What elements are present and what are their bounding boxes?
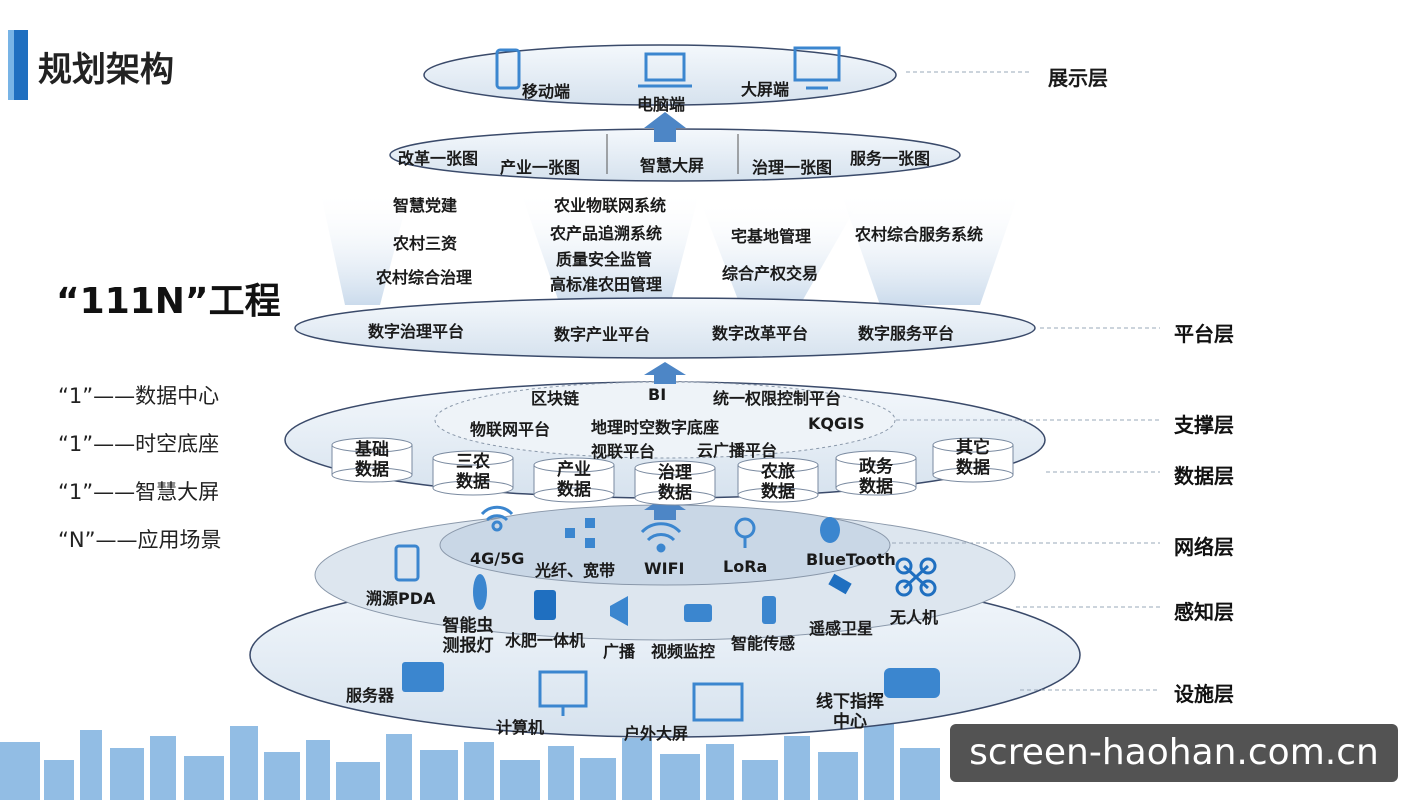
signal-icon [480,505,514,532]
sensing-label: 无人机 [890,608,939,627]
layer-display: 展示层 [1048,66,1108,90]
map-label: 产业一张图 [500,158,581,177]
layer-platform: 平台层 [1174,322,1234,346]
map-label: 改革一张图 [398,149,479,168]
app-label: 农业物联网系统 [554,196,667,215]
title-accent-bar [14,30,28,100]
legend-item: “N”——应用场景 [58,528,222,552]
support-label: 物联网平台 [470,420,551,439]
app-label: 农产品追溯系统 [550,224,663,243]
display-disc [423,44,897,106]
data-label: 政务数据 [859,457,893,497]
layer-facility: 设施层 [1174,682,1234,706]
data-label: 农旅数据 [761,462,795,502]
legend-item: “1”——智慧大屏 [58,480,220,504]
watermark: screen-haohan.com.cn [950,724,1398,782]
data-label: 产业数据 [557,460,591,500]
camera-icon [684,604,712,622]
layer-sensing: 感知层 [1174,600,1234,624]
title-accent-bar-light [8,30,14,100]
data-label: 基础数据 [355,440,389,480]
command-center-icon [884,668,940,698]
project-title: “111N”工程 [56,281,281,322]
map-label: 治理一张图 [752,158,833,177]
mobile-icon [495,48,521,90]
app-label: 农村三资 [393,234,458,253]
app-label: 质量安全监管 [556,250,653,269]
sensing-label: 水肥一体机 [505,631,586,650]
lora-icon [734,517,756,548]
sensing-label: 智能虫测报灯 [442,616,494,656]
support-label: 统一权限控制平台 [713,389,842,408]
display-pc: 电脑端 [637,95,686,114]
platform-label: 数字改革平台 [712,324,809,343]
legend-item: “1”——时空底座 [58,432,220,456]
server-icon [402,662,444,692]
broadcast-icon [610,596,628,626]
display-mobile: 移动端 [522,82,571,101]
up-arrow-icon [644,112,686,520]
bluetooth-icon [820,517,840,543]
page-title: 规划架构 [38,50,174,90]
app-label: 农村综合治理 [376,268,473,287]
sensing-label: 遥感卫星 [809,619,874,638]
fiber-icon [565,518,595,548]
support-label: BI [648,385,667,404]
sensing-label: 视频监控 [651,642,716,661]
app-label: 高标准农田管理 [550,275,663,294]
data-label: 三农数据 [456,452,490,492]
network-label: 光纤、宽带 [535,561,616,580]
laptop-icon [638,52,692,88]
drone-icon [895,557,937,597]
city-skyline [0,722,940,800]
wifi-icon [640,522,682,553]
satellite-icon [828,573,852,595]
platform-label: 数字服务平台 [858,324,955,343]
facility-label: 户外大屏 [624,724,689,743]
light-beams [320,190,1020,305]
data-cylinders [331,437,1014,506]
legend-item: “1”——数据中心 [58,384,220,408]
app-label: 宅基地管理 [731,227,812,246]
platform-disc [294,297,1036,359]
network-label: LoRa [723,557,768,576]
facility-label: 线下指挥中心 [816,692,884,732]
sensor-icon [762,596,776,624]
computer-icon [538,670,588,716]
data-label: 其它数据 [956,438,990,478]
layer-network: 网络层 [1174,535,1234,559]
layer-data: 数据层 [1174,464,1234,488]
sensing-label: 智能传感 [731,634,796,653]
app-label: 智慧党建 [393,196,458,215]
facility-label: 计算机 [496,718,545,737]
support-label: 区块链 [531,389,580,408]
sensing-label: 溯源PDA [366,589,436,608]
support-label: 视联平台 [591,442,656,461]
sensing-label: 广播 [603,642,636,661]
outdoor-screen-icon [692,682,744,722]
layer-support: 支撑层 [1174,413,1234,437]
network-label: 4G/5G [470,549,525,568]
display-bigscreen: 大屏端 [741,80,790,99]
support-label: KQGIS [808,414,865,433]
support-label: 地理时空数字底座 [591,418,720,437]
app-label: 综合产权交易 [722,264,819,283]
support-label: 云广播平台 [697,441,778,460]
platform-label: 数字治理平台 [368,322,465,341]
network-label: WIFI [644,559,685,578]
map-label: 智慧大屏 [640,156,705,175]
fertilizer-machine-icon [534,590,556,620]
app-label: 农村综合服务系统 [855,225,984,244]
network-label: BlueTooth [806,550,896,569]
map-label: 服务一张图 [850,149,931,168]
monitor-icon [793,46,841,90]
facility-label: 服务器 [346,686,395,705]
insect-lamp-icon [473,574,487,610]
pda-icon [394,544,420,582]
platform-label: 数字产业平台 [554,325,651,344]
data-label: 治理数据 [658,463,692,503]
